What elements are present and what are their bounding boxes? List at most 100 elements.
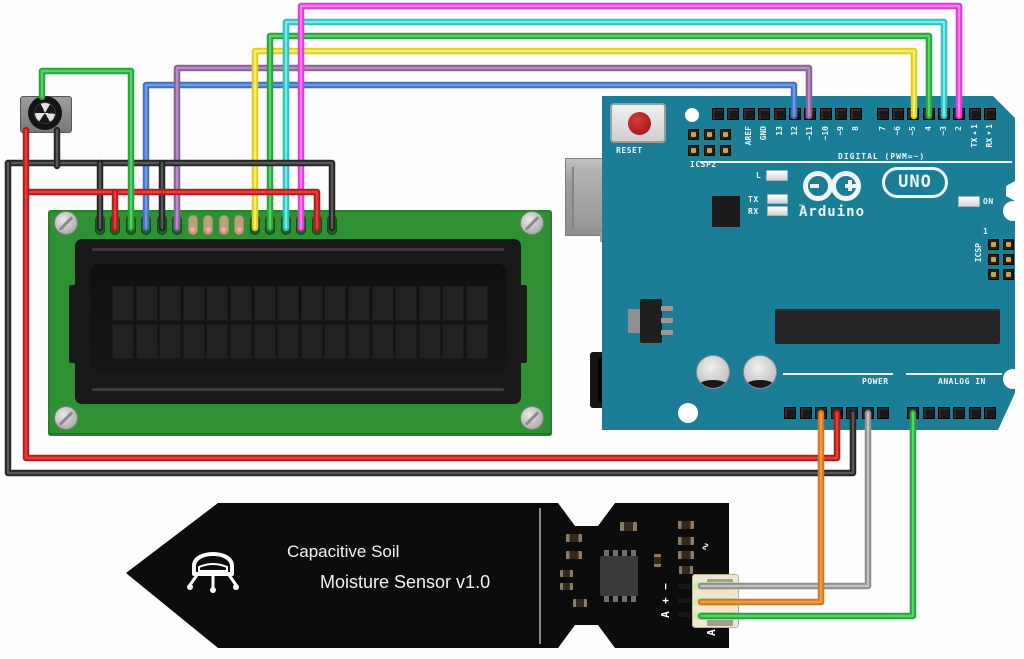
mounting-hole: [1003, 369, 1023, 389]
ic-leg: [613, 550, 618, 556]
lcd-character-cell: [371, 286, 394, 321]
digital-pin: [969, 108, 981, 120]
pin-label: 8: [851, 126, 860, 131]
lcd-character-cell: [277, 324, 300, 359]
digital-pins-label: DIGITAL (PWM=~): [838, 152, 926, 161]
smd-component: [678, 537, 694, 545]
usb-interface-chip: [712, 196, 740, 227]
on-led-label: ON: [983, 197, 994, 206]
lcd-pin-15: [311, 215, 322, 235]
wire-core-pot-wiper-to-lcd-v0: [40, 69, 133, 230]
atmega-main-ic: [775, 309, 1000, 344]
power-separator-line: [783, 373, 893, 375]
analog-pin: [938, 407, 950, 419]
reset-label: RESET: [616, 146, 643, 155]
lcd-character-cell: [182, 286, 205, 321]
pin-label: 4: [924, 126, 933, 131]
smd-component: [560, 583, 573, 590]
pin-label: RX◂1: [985, 124, 994, 148]
mounting-hole: [685, 108, 699, 122]
sensor-ic-chip: [600, 556, 638, 596]
screw-slot: [524, 216, 540, 231]
sensor-pin-stub: [678, 584, 694, 589]
potentiometer-dial-icon: [34, 102, 56, 124]
lcd-character-cell: [112, 324, 134, 359]
led-tx: [767, 194, 788, 204]
pin-label: 13: [775, 126, 784, 136]
digital-pin: [892, 108, 904, 120]
reset-button-cap: [628, 112, 651, 135]
capacitor-stripe: [699, 380, 727, 388]
digital-pin: [712, 108, 724, 120]
icsp-pin: [1003, 269, 1014, 280]
led-rx-label: RX: [748, 207, 759, 216]
smd-component: [566, 534, 582, 542]
pin-label: AREF: [744, 126, 753, 146]
lcd-bezel-bottom-line: [92, 388, 504, 391]
lcd-character-cell: [206, 286, 229, 321]
connector-pin: [693, 598, 736, 606]
digital-pin: [727, 108, 739, 120]
digital-separator-line: [700, 161, 1012, 163]
logo-minus-icon: [810, 184, 819, 188]
pin-label: 7: [878, 126, 887, 131]
mounting-hole: [678, 403, 698, 423]
pin-label: ~3: [939, 126, 948, 136]
lcd-character-cell: [324, 286, 347, 321]
lcd-character-cell: [253, 286, 276, 321]
regulator-leg: [661, 330, 673, 335]
connector-pin: [693, 612, 736, 620]
digital-pin: [850, 108, 862, 120]
lcd-character-cell: [300, 324, 323, 359]
pin-label: ~5: [908, 126, 917, 136]
screw-slot: [58, 411, 74, 426]
lcd-pin-11: [249, 215, 260, 235]
lcd-character-cell: [418, 286, 441, 321]
smd-component: [566, 551, 582, 559]
pin-label: GND: [759, 126, 768, 141]
lcd-character-cell: [135, 286, 158, 321]
lcd-character-cell: [230, 286, 252, 321]
pin-label: 2: [954, 126, 963, 131]
regulator-leg: [661, 306, 673, 311]
lcd-character-cell: [395, 324, 418, 359]
digital-pin: [789, 108, 801, 120]
icsp-pin: [988, 239, 999, 250]
digital-pin: [743, 108, 755, 120]
lcd-bezel-top-line: [92, 248, 504, 251]
lcd-character-cell: [442, 286, 465, 321]
sensor-pin-label: A: [658, 611, 672, 618]
lcd-character-cell: [206, 324, 229, 359]
led-l-label: L: [756, 171, 762, 180]
lcd-screw-top-right: [520, 211, 544, 235]
analog-pin: [969, 407, 981, 419]
lcd-character-cell: [348, 286, 370, 321]
icsp2-pin: [720, 145, 731, 156]
digital-pin: [923, 108, 935, 120]
sensor-wave-mark: ∿: [700, 542, 712, 551]
digital-pin: [907, 108, 919, 120]
lcd-pin-3: [125, 215, 136, 235]
digital-pin: [984, 108, 996, 120]
ic-leg: [622, 596, 627, 602]
lcd-character-cell: [348, 324, 370, 359]
power-pins-label: POWER: [862, 377, 889, 386]
pin-dot: [691, 148, 696, 153]
pin-dot: [991, 242, 996, 247]
lcd-character-cell: [395, 286, 418, 321]
pin-label: TX▸1: [970, 124, 979, 148]
sensor-logo-icon: [187, 552, 239, 593]
led-rx: [767, 206, 788, 216]
pin-dot: [723, 148, 728, 153]
ic-leg: [631, 596, 636, 602]
lcd-character-cell: [371, 324, 394, 359]
lcd-pin-12: [265, 215, 276, 235]
digital-pin: [835, 108, 847, 120]
wire-pot-wiper-to-lcd-v0: [38, 67, 135, 232]
smd-component: [678, 551, 694, 559]
lcd-pin-5: [156, 215, 167, 235]
power-pin: [800, 407, 812, 419]
pin-dot: [707, 132, 712, 137]
lcd-character-cell: [324, 324, 347, 359]
lcd-pin-4: [141, 215, 152, 235]
